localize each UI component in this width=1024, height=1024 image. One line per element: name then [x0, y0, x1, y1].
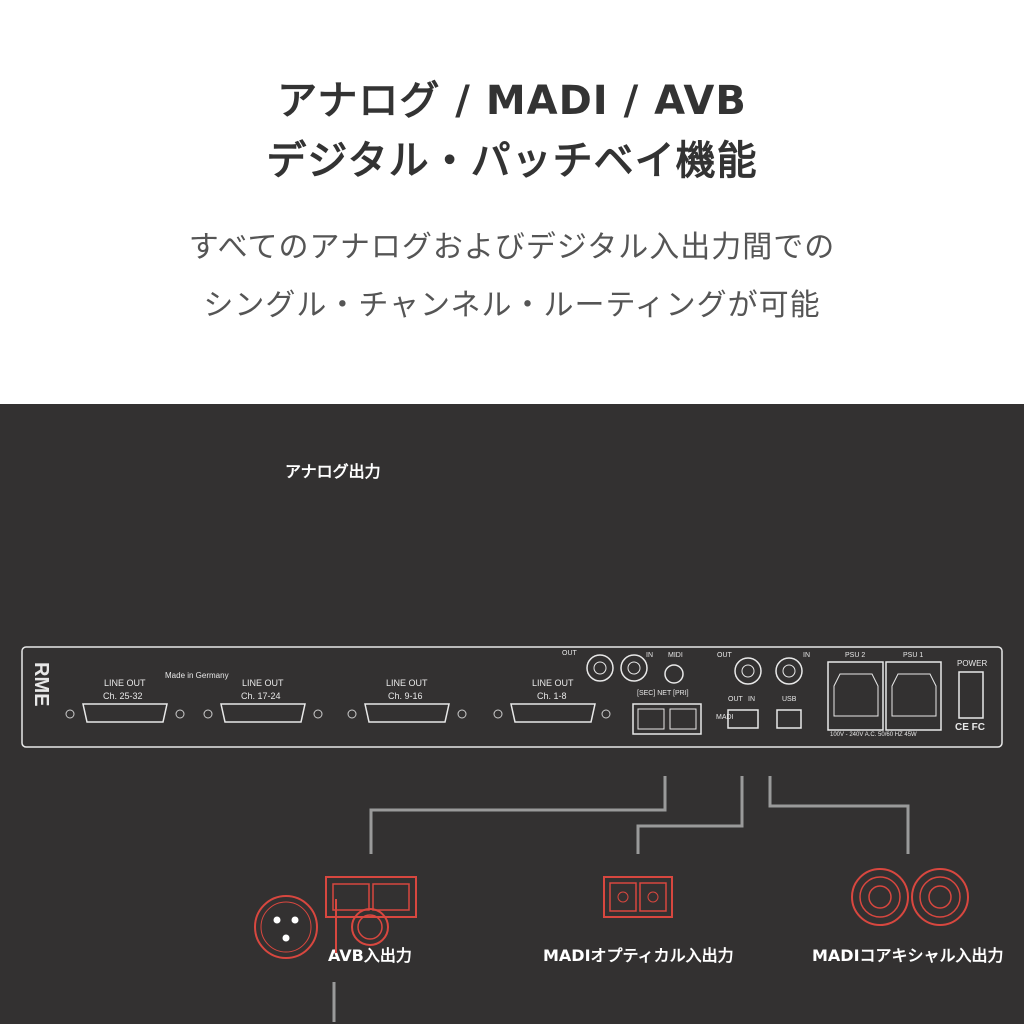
ch-25-32-label: Ch. 25-32	[103, 691, 143, 701]
net-ports-icon	[632, 703, 702, 735]
net-label: [SEC] NET [PRI]	[637, 690, 689, 697]
subtitle-line-2: シングル・チャンネル・ルーティングが可能	[203, 288, 821, 323]
usb-port-icon	[776, 709, 802, 729]
madi-optical-label: MADIオプティカル入出力	[543, 946, 734, 965]
line-out-label-1: LINE OUT	[104, 678, 146, 688]
ch-1-8-label: Ch. 1-8	[537, 691, 567, 701]
opt-out-label: OUT	[728, 696, 743, 703]
midi-label: MIDI	[668, 652, 683, 659]
line-out-label-4: LINE OUT	[532, 678, 574, 688]
usb-label: USB	[782, 696, 797, 703]
ch-17-24-label: Ch. 17-24	[241, 691, 281, 701]
db25-connector-17-24	[203, 703, 323, 723]
db25-connector-25-32	[65, 703, 185, 723]
power-switch-icon	[958, 671, 984, 719]
jack-connector-icon	[351, 908, 389, 946]
madi-optical-icon	[603, 876, 673, 918]
avb-rj45-icon	[325, 876, 417, 918]
madi-in-label: IN	[803, 652, 810, 659]
made-in-germany: Made in Germany	[165, 671, 229, 680]
title-line-1: アナログ / MADI / AVB	[277, 78, 747, 124]
psu1-socket-icon	[885, 661, 942, 731]
opt-in-label: IN	[748, 696, 755, 703]
line-out-label-2: LINE OUT	[242, 678, 284, 688]
title-line-2: デジタル・パッチベイ機能	[266, 138, 758, 184]
word-out-bnc-icon	[586, 654, 614, 682]
avb-label: AVB入出力	[328, 946, 412, 965]
madi-coax-out-icon	[734, 657, 762, 685]
db25-connector-1-8	[493, 703, 611, 723]
word-in-bnc-icon	[620, 654, 648, 682]
cert-marks: CE FC	[955, 722, 985, 733]
psu1-label: PSU 1	[903, 652, 924, 659]
line-out-label-3: LINE OUT	[386, 678, 428, 688]
power-label: POWER	[957, 659, 988, 668]
db25-connector-9-16	[347, 703, 467, 723]
ch-9-16-label: Ch. 9-16	[388, 691, 423, 701]
rear-panel-outline	[21, 646, 1003, 748]
madi-coax-in-icon	[775, 657, 803, 685]
header-section: アナログ / MADI / AVB デジタル・パッチベイ機能 すべてのアナログお…	[0, 0, 1024, 404]
power-rating: 100V - 240V A.C. 50/60 HZ 45W	[830, 732, 917, 738]
diagram-section: アナログ出力 AVB入出力 MADIオプティカル入出力 MADIコアキシャル入出…	[0, 404, 1024, 1024]
word-in-label: IN	[646, 652, 653, 659]
brand-logo: RME	[30, 662, 52, 707]
psu2-socket-icon	[827, 661, 884, 731]
psu2-label: PSU 2	[845, 652, 866, 659]
madi-coax-icon	[851, 868, 969, 926]
word-out-label: OUT	[562, 650, 577, 657]
xlr-connector-icon	[254, 895, 318, 959]
madi-coax-label: MADIコアキシャル入出力	[812, 946, 1004, 965]
midi-port-icon	[664, 664, 684, 684]
analog-out-label: アナログ出力	[285, 462, 381, 481]
madi-out-label: OUT	[717, 652, 732, 659]
diagram-graphics	[21, 646, 1003, 1022]
opt-madi-label: MADI	[716, 714, 734, 721]
madi-optical-port-icon	[727, 709, 759, 729]
subtitle-line-1: すべてのアナログおよびデジタル入出力間での	[188, 230, 836, 265]
